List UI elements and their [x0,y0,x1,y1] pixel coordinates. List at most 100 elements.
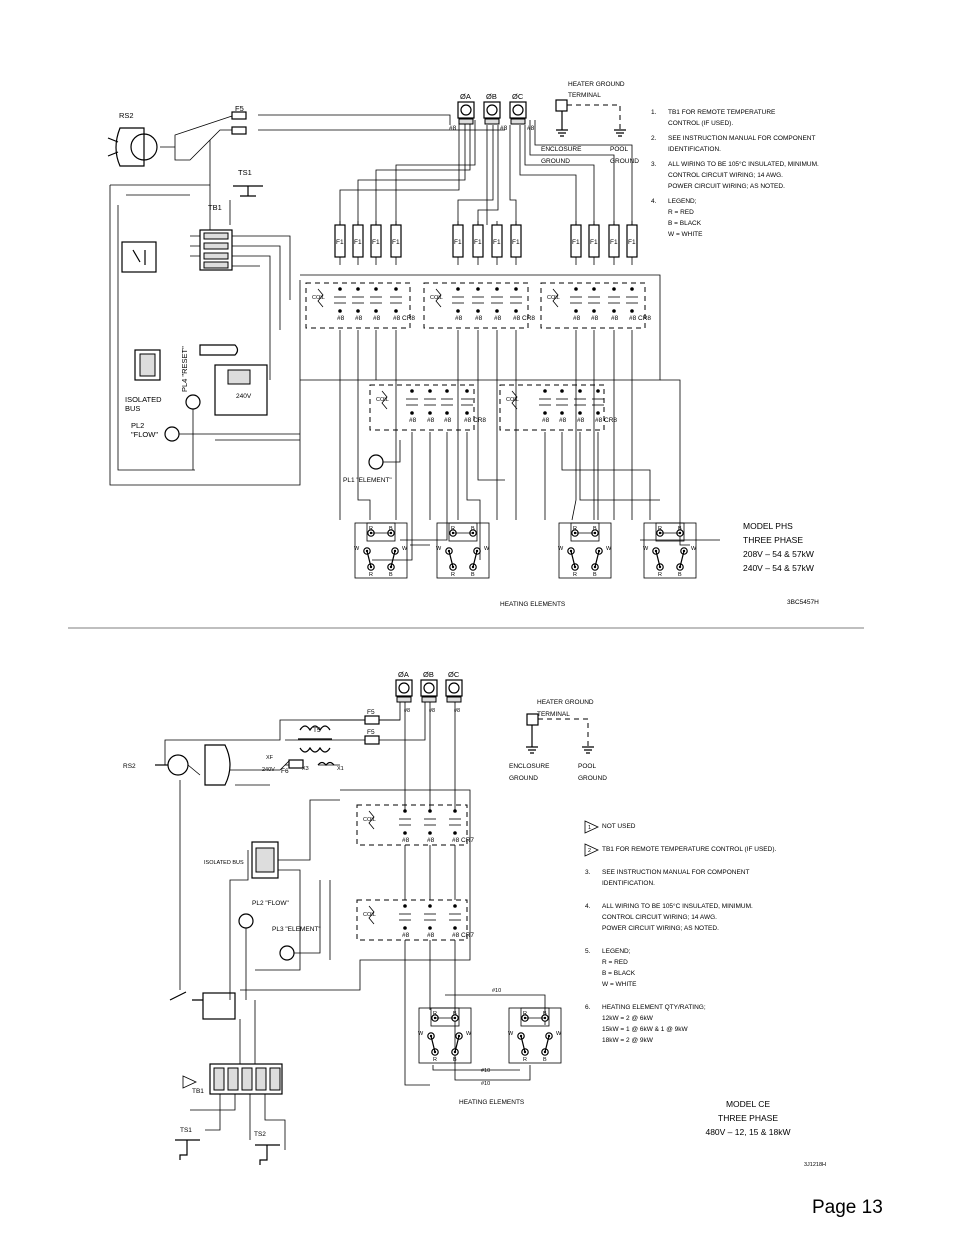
model-text: MODEL PHS [743,521,793,531]
wire-gauge-label: #8 [454,708,460,714]
pl2-label: PL2 "FLOW" [252,900,289,907]
heater-ground-label: TERMINAL [537,711,570,718]
pool-ground-label: POOL [610,146,628,153]
isolated-bus-symbol-bottom [251,841,279,879]
wire-gauge-label: #8 [427,837,435,844]
xf-label: XF [266,755,274,761]
rs2-label: RS2 [119,111,134,120]
note-number: 5. [585,948,591,955]
note-text: LEGEND; [668,198,697,205]
note-text: R = RED [602,959,628,966]
terminal-letter: W [558,546,564,552]
note-number: 6. [585,1004,591,1011]
terminal-letter: W [643,546,649,552]
model-text: 240V – 54 & 57kW [743,563,814,573]
heater-ground-label: HEATER GROUND [537,699,594,706]
f1-fuse: F1 [370,221,382,265]
rs2-label: RS2 [123,763,136,770]
wire-gauge-label: #8 [464,417,472,424]
t5-label: T5 [313,727,321,734]
enclosure-ground-label: GROUND [509,775,538,782]
relay-label: CR8 [522,315,535,322]
heater-ground-label: HEATER GROUND [568,81,625,88]
note-number: 3. [651,161,657,168]
terminal-letter: B [453,1011,457,1017]
terminal-letter: B [543,1057,547,1063]
heating-element-2 [558,522,612,579]
terminal-letter: R [658,572,662,578]
note-text: HEATING ELEMENT QTY/RATING; [602,1004,706,1011]
pl2-label: "FLOW" [131,430,158,439]
note-number: 4. [585,903,591,910]
isolated-bus-label: ISOLATED BUS [204,860,244,866]
f1-fuse: F1 [334,221,346,265]
tb1-terminal-block-bottom [209,1063,283,1095]
terminal-letter: R [433,1011,437,1017]
terminal-letter: W [508,1031,514,1037]
note-text: W = WHITE [602,981,637,988]
terminal-letter: R [573,572,577,578]
heating-element-0 [354,522,408,579]
fuse-label: F1 [372,239,380,246]
phase-label: ØA [460,92,471,101]
relay-label: CR8 [604,417,617,424]
relay-label: CR8 [473,417,486,424]
model-text: THREE PHASE [718,1113,778,1123]
isolated-bus-symbol [134,349,161,381]
wire-gauge-label: #8 [494,315,502,322]
wire-gauge-label: #8 [500,125,508,132]
terminal-letter: W [691,546,697,552]
terminal-letter: B [389,526,393,532]
terminal-letter: W [402,546,408,552]
terminal-letter: B [593,526,597,532]
wire-gauge-label: #8 [513,315,521,322]
drawing-number: 3J1218H [804,1162,826,1168]
coil-label: COIL [506,397,519,403]
phase-terminal-1: ØB [483,92,501,125]
note-text: CONTROL CIRCUIT WIRING; 14 AWG. [602,914,717,921]
terminal-letter: W [466,1031,472,1037]
model-text: 208V – 54 & 57kW [743,549,814,559]
note-text: B = BLACK [602,970,636,977]
fuse-label: F1 [493,239,501,246]
f5-label: F5 [235,104,244,113]
rs2-motor-symbol [107,127,158,167]
phase-label: ØB [486,92,497,101]
note-text: 18kW = 2 @ 9kW [602,1037,654,1044]
wire-gauge-label: #8 [449,125,457,132]
note-text: 12kW = 2 @ 6kW [602,1015,654,1022]
fuse-label: F1 [454,239,462,246]
terminal-letter: W [484,546,490,552]
tb1-label: TB1 [208,203,222,212]
transformer-voltage-label: 240V [236,393,252,400]
x1-label: X1 [337,766,344,772]
wire-gauge-label: #8 [427,417,435,424]
terminal-letter: R [433,1057,437,1063]
relay-label: CR8 [402,315,415,322]
f1-fuse: F1 [570,221,582,265]
phase-terminal-bottom-1: ØB [420,670,438,703]
coil-label: COIL [430,295,443,301]
ts2-label: TS2 [254,1131,266,1138]
note-triangle-icon [182,1075,197,1089]
note-text: CONTROL (IF USED). [668,120,733,127]
wire-gauge-label: #8 [393,315,401,322]
terminal-letter: R [451,572,455,578]
note-text: POWER CIRCUIT WIRING; AS NOTED. [668,183,785,190]
wire-gauge-label: #8 [595,417,603,424]
ts1-label: TS1 [238,168,252,177]
terminal-letter: R [523,1057,527,1063]
t5-transformer [298,725,332,753]
phase-terminal-bottom-0: ØA [395,670,413,703]
f5-label: F5 [367,709,375,716]
pl3-label: PL3 "ELEMENT" [272,926,321,933]
x3-label: X3 [302,766,309,772]
note-text: TB1 FOR REMOTE TEMPERATURE [668,109,776,116]
pl2-label: PL2 [131,421,144,430]
f5-fuse [231,111,247,120]
note-text: R = RED [668,209,694,216]
fuse-label: F1 [512,239,520,246]
